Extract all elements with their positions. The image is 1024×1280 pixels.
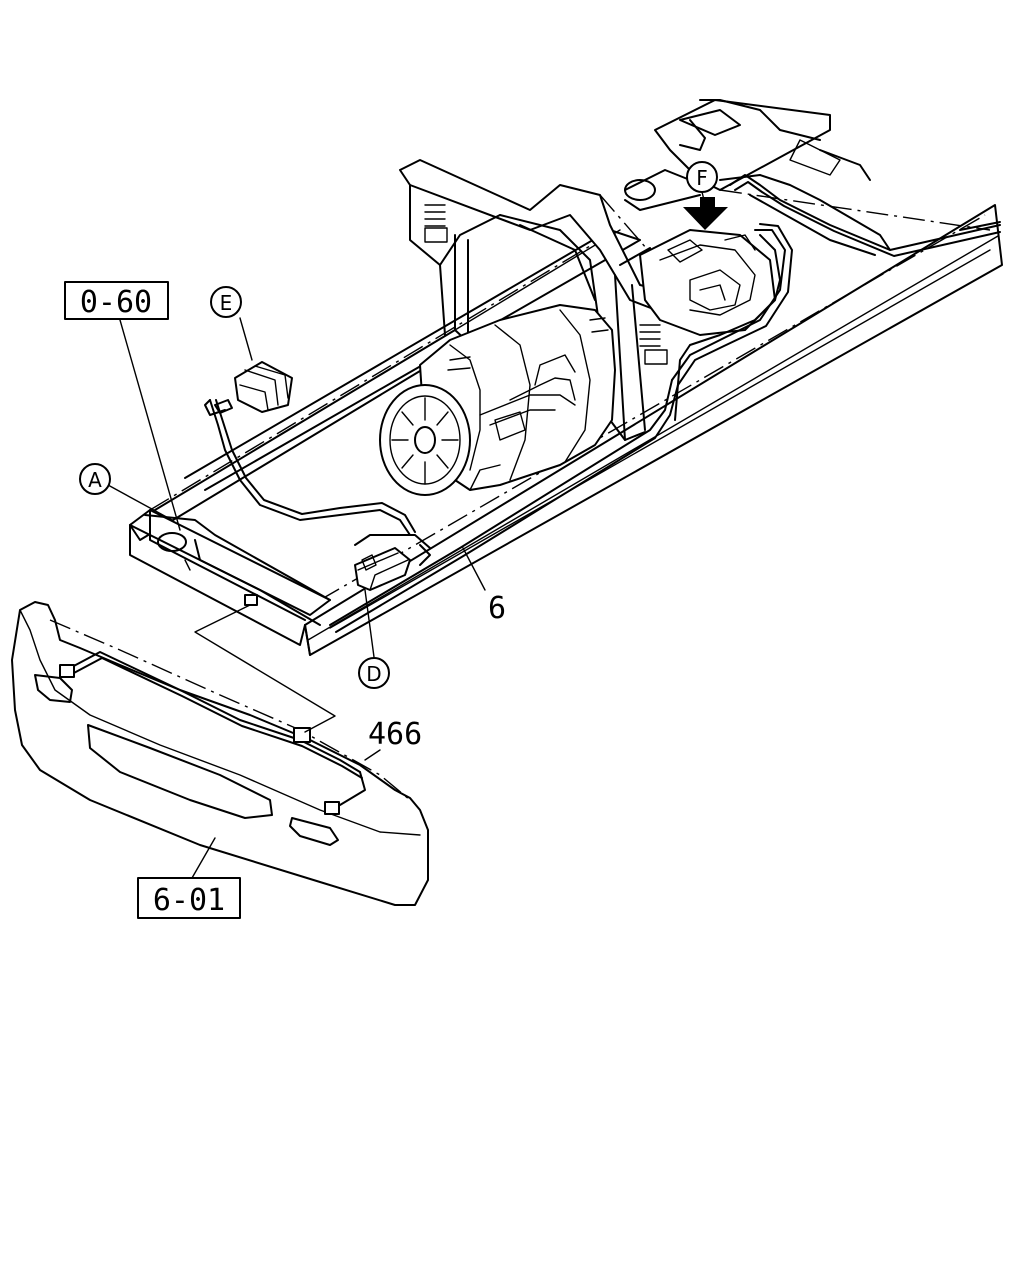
- callout-a: A: [79, 463, 111, 495]
- mid-crossmember: [399, 159, 701, 441]
- svg-text:0-60: 0-60: [80, 285, 152, 320]
- svg-text:F: F: [696, 166, 708, 190]
- arrow-indicator: [683, 197, 728, 230]
- callout-f: F: [686, 161, 718, 193]
- ref-box-0-60: 0-60: [64, 281, 169, 320]
- svg-text:D: D: [366, 662, 381, 686]
- engine-motor: [379, 304, 616, 496]
- ref-box-6-01: 6-01: [137, 877, 241, 919]
- callout-e: E: [210, 286, 242, 318]
- frame-right-rail: [304, 204, 1003, 656]
- front-bumper: [11, 594, 429, 906]
- part-number-466: 466: [368, 717, 422, 752]
- svg-text:A: A: [88, 468, 102, 492]
- wire-harness-6: [194, 174, 1001, 633]
- svg-text:E: E: [220, 291, 233, 315]
- part-number-6: 6: [488, 591, 506, 626]
- connector-d: [354, 547, 411, 591]
- transmission: [619, 229, 781, 421]
- front-crossmember: [129, 509, 431, 646]
- leader-lines: [107, 191, 706, 879]
- rear-crossmember: [624, 99, 991, 256]
- svg-text:6-01: 6-01: [153, 883, 225, 918]
- callout-d: D: [358, 657, 390, 689]
- connector-e: [214, 361, 293, 414]
